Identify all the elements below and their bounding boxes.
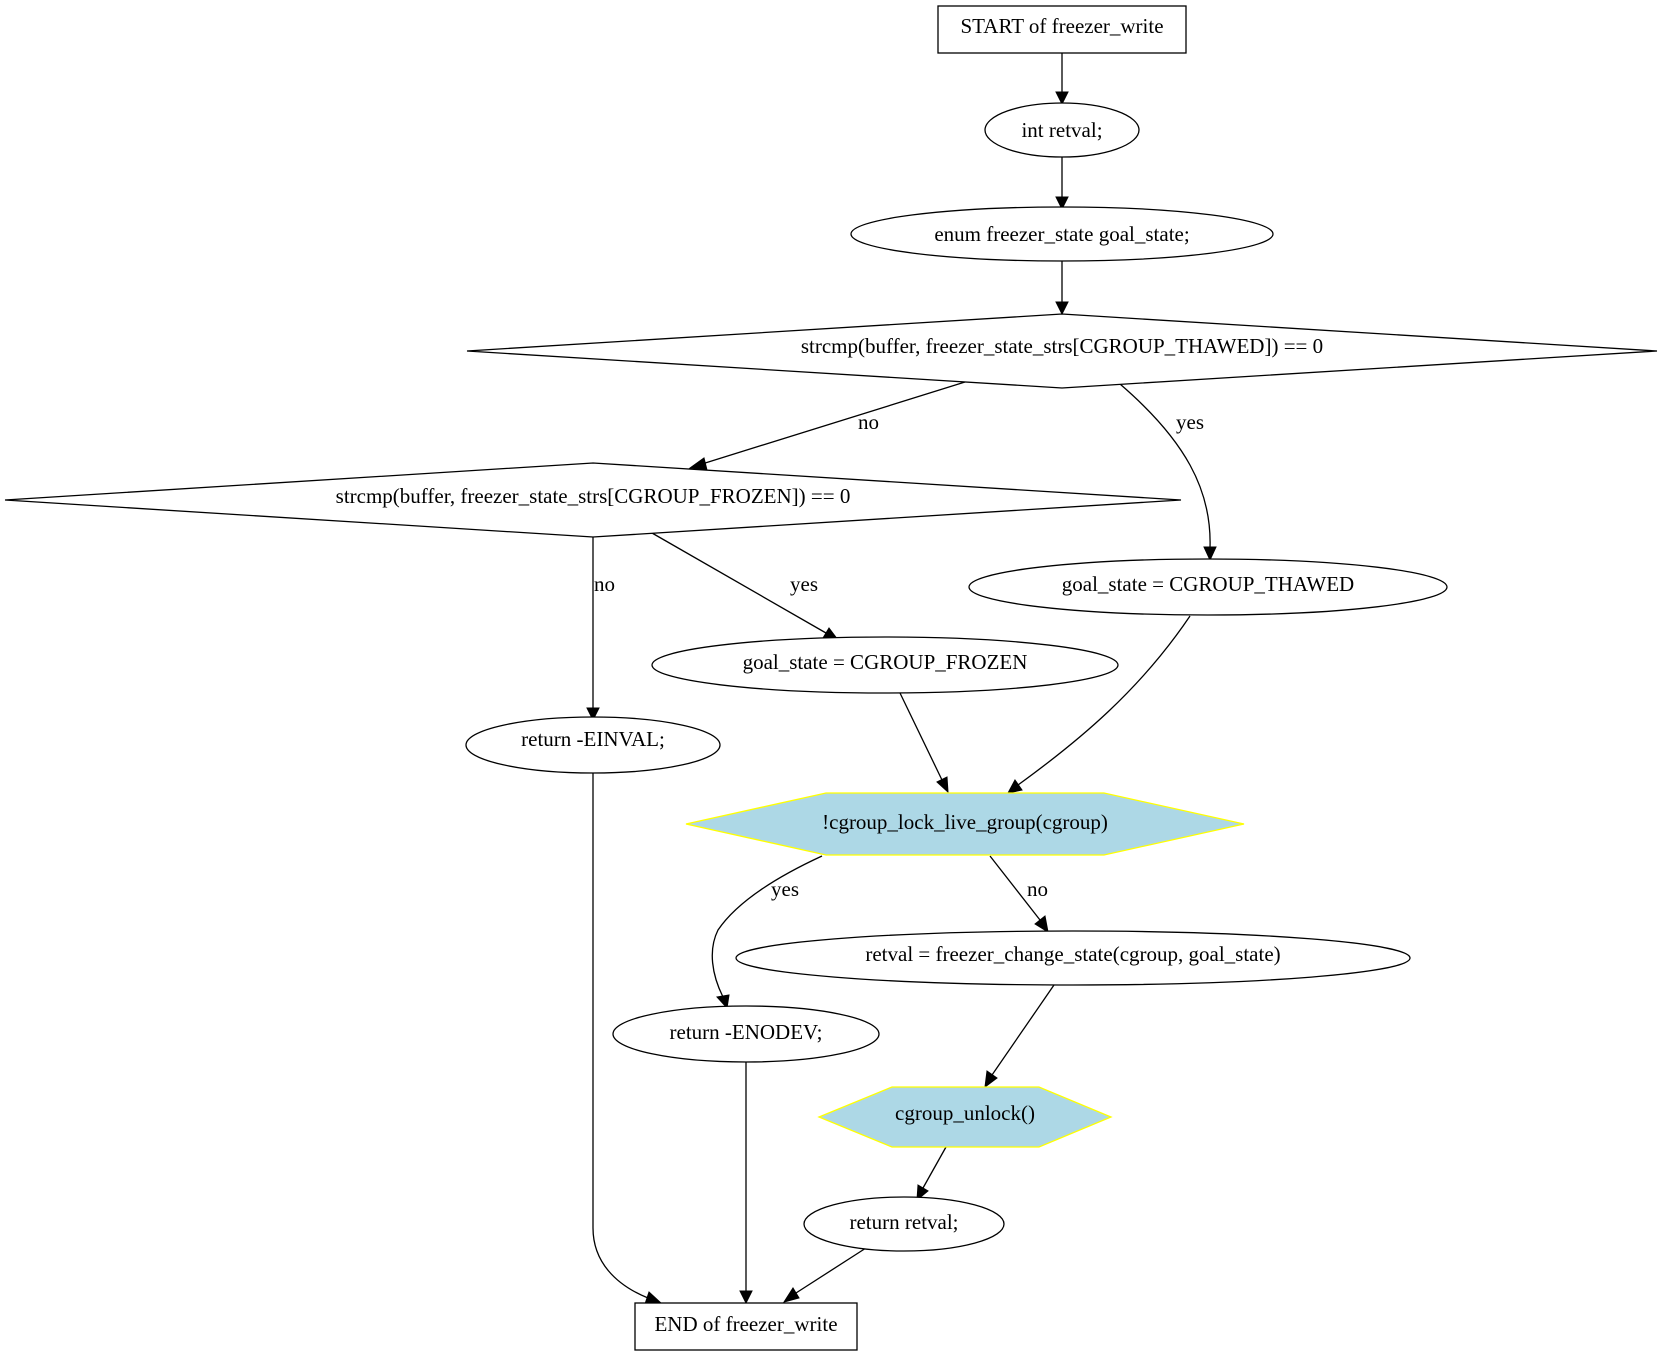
cond-thawed-label: strcmp(buffer, freezer_state_strs[CGROUP… <box>801 334 1323 358</box>
assign-frozen-label: goal_state = CGROUP_FROZEN <box>743 650 1028 674</box>
arrowhead <box>1007 779 1023 794</box>
assign-thawed-node: goal_state = CGROUP_THAWED <box>968 558 1448 616</box>
cond-frozen-label: strcmp(buffer, freezer_state_strs[CGROUP… <box>336 484 851 508</box>
edge-label-lock-yes: yes <box>771 877 799 901</box>
edge-frozen-yes <box>651 532 827 634</box>
cond-thawed-node: strcmp(buffer, freezer_state_strs[CGROUP… <box>466 313 1658 389</box>
arrowhead <box>586 707 600 722</box>
end-node: END of freezer_write <box>634 1302 858 1351</box>
arrowhead <box>1203 546 1217 562</box>
assign-thawed-label: goal_state = CGROUP_THAWED <box>1062 572 1354 596</box>
arrowhead <box>1055 91 1069 106</box>
arrowhead <box>916 1184 929 1202</box>
edge-thawed-no <box>701 381 966 465</box>
return-enodev-label: return -ENODEV; <box>670 1020 823 1044</box>
edges <box>586 53 1217 1305</box>
arrowhead <box>936 776 949 794</box>
edge-label-thawed-no: no <box>858 410 879 434</box>
assign-frozen-node: goal_state = CGROUP_FROZEN <box>651 636 1119 694</box>
edge-label-lock-no: no <box>1027 877 1048 901</box>
decl-retval-label: int retval; <box>1021 118 1102 142</box>
arrowhead <box>688 457 708 471</box>
edge-unlock-to-retval <box>922 1146 947 1189</box>
return-einval-label: return -EINVAL; <box>521 727 665 751</box>
start-node: START of freezer_write <box>937 5 1187 54</box>
arrowhead <box>1055 301 1069 316</box>
edge-retval-to-end <box>795 1247 867 1294</box>
lock-check-node: !cgroup_lock_live_group(cgroup) <box>685 792 1245 856</box>
change-state-node: retval = freezer_change_state(cgroup, go… <box>735 930 1411 986</box>
return-retval-label: return retval; <box>849 1210 958 1234</box>
return-enodev-node: return -ENODEV; <box>612 1005 880 1063</box>
arrowhead <box>1055 196 1069 211</box>
edge-change-to-unlock <box>991 984 1055 1076</box>
arrowhead <box>984 1070 998 1089</box>
return-retval-node: return retval; <box>803 1196 1005 1252</box>
cond-frozen-node: strcmp(buffer, freezer_state_strs[CGROUP… <box>4 462 1182 538</box>
edge-thawed-yes <box>1119 383 1211 549</box>
arrowhead <box>1034 915 1049 934</box>
decl-goal-label: enum freezer_state goal_state; <box>934 222 1189 246</box>
arrowhead <box>644 1291 664 1305</box>
edge-label-thawed-yes: yes <box>1176 410 1204 434</box>
edge-thawed-to-lock <box>1017 615 1191 786</box>
edge-label-frozen-no: no <box>594 572 615 596</box>
edge-frozen-to-lock <box>899 692 943 781</box>
edge-lock-yes <box>711 855 823 998</box>
decl-retval-node: int retval; <box>984 102 1140 158</box>
unlock-label: cgroup_unlock() <box>895 1101 1035 1125</box>
end-label: END of freezer_write <box>654 1312 837 1336</box>
lock-check-label: !cgroup_lock_live_group(cgroup) <box>822 810 1108 834</box>
edge-einval-to-end <box>592 772 649 1299</box>
return-einval-node: return -EINVAL; <box>465 716 721 774</box>
edge-labels: no yes no yes yes no <box>594 410 1204 901</box>
decl-goal-node: enum freezer_state goal_state; <box>850 206 1274 262</box>
arrowhead <box>716 994 730 1010</box>
unlock-node: cgroup_unlock() <box>817 1086 1113 1148</box>
start-label: START of freezer_write <box>960 14 1163 38</box>
arrowhead <box>782 1287 800 1303</box>
arrowhead <box>739 1290 753 1305</box>
change-state-label: retval = freezer_change_state(cgroup, go… <box>865 942 1280 966</box>
nodes: START of freezer_write int retval; enum … <box>4 5 1658 1351</box>
edge-lock-no <box>989 855 1041 921</box>
edge-label-frozen-yes: yes <box>790 572 818 596</box>
